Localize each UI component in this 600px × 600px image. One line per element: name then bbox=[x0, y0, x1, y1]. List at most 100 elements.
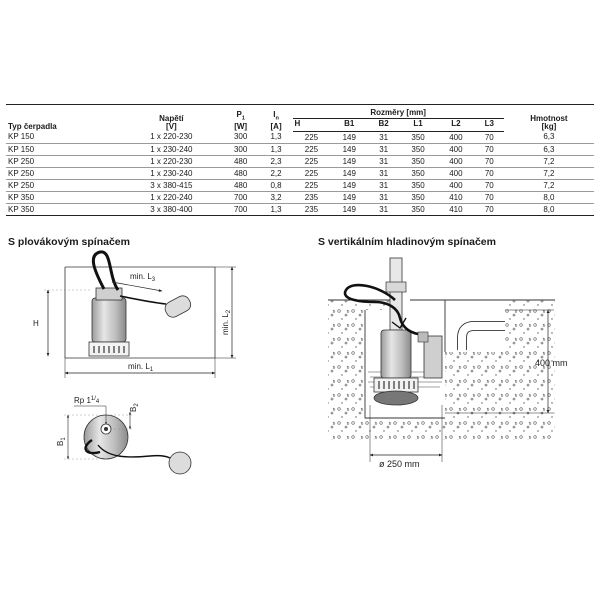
col-header-current: In [A] bbox=[260, 106, 293, 132]
label-diameter: ø 250 mm bbox=[379, 459, 420, 469]
table-cell: 410 bbox=[436, 191, 475, 204]
vertical-level-switch bbox=[423, 335, 443, 379]
table-cell: 225 bbox=[292, 179, 331, 192]
table-cell: 7,2 bbox=[503, 155, 594, 168]
table-cell: 6,3 bbox=[503, 143, 594, 156]
table-cell: 700 bbox=[221, 191, 260, 204]
dim-l3-line bbox=[111, 281, 163, 292]
table-cell: 149 bbox=[330, 131, 369, 144]
label-400mm: 400 mm bbox=[535, 358, 568, 368]
sump-pump-strainer bbox=[373, 377, 419, 393]
label-min-l2: min. L2 bbox=[221, 309, 232, 335]
table-cell: 1 x 230-240 bbox=[120, 167, 222, 180]
table-cell: 149 bbox=[330, 155, 369, 168]
table-cell: 31 bbox=[368, 143, 400, 156]
table-cell: 7,2 bbox=[503, 179, 594, 192]
table-cell: 31 bbox=[368, 179, 400, 192]
table-cell: 225 bbox=[292, 155, 331, 168]
top-float-cable bbox=[97, 444, 171, 459]
current-label: I bbox=[273, 110, 276, 120]
table-cell: 149 bbox=[330, 179, 369, 192]
table-cell: 149 bbox=[330, 143, 369, 156]
top-power-cable bbox=[84, 439, 101, 455]
table-cell: 70 bbox=[474, 143, 504, 156]
table-cell: 31 bbox=[368, 191, 400, 204]
pump-body bbox=[91, 297, 127, 343]
table-cell: 3 x 380-400 bbox=[120, 203, 222, 216]
table-cell: 6,3 bbox=[503, 131, 594, 144]
table-cell: 225 bbox=[292, 131, 331, 144]
table-cell: 3,2 bbox=[259, 191, 293, 204]
table-cell: 350 bbox=[399, 143, 437, 156]
table-cell: 400 bbox=[436, 155, 475, 168]
table-cell: 1,3 bbox=[259, 203, 293, 216]
table-cell: 1,3 bbox=[259, 143, 293, 156]
table-cell: KP 150 bbox=[6, 143, 121, 156]
pit-outline bbox=[364, 310, 445, 419]
table-cell: 31 bbox=[368, 167, 400, 180]
left-section-title: S plovákovým spínačem bbox=[8, 236, 130, 248]
col-header-dim-b1: B1 bbox=[330, 118, 369, 132]
spec-table: Typ čerpadla Napětí [V] P1 [W] In [A] Ro… bbox=[6, 106, 594, 216]
table-cell: 400 bbox=[436, 167, 475, 180]
table-cell: 2,2 bbox=[259, 167, 293, 180]
table-cell: 480 bbox=[221, 155, 260, 168]
gravel-ground bbox=[328, 300, 555, 440]
table-cell: 149 bbox=[330, 203, 369, 216]
table-cell: 300 bbox=[221, 131, 260, 144]
label-h: H bbox=[33, 319, 39, 328]
right-section-title: S vertikálním hladinovým spínačem bbox=[318, 236, 496, 248]
col-header-dim-l3: L3 bbox=[474, 118, 504, 132]
table-cell: 350 bbox=[399, 167, 437, 180]
table-cell: 31 bbox=[368, 203, 400, 216]
table-cell: 3 x 380-415 bbox=[120, 179, 222, 192]
col-header-power: P1 [W] bbox=[222, 106, 260, 132]
table-top-rule bbox=[6, 104, 594, 105]
left-side-view: H min. L3 min. L2 min. L1 bbox=[33, 250, 236, 378]
col-header-dim-l2: L2 bbox=[436, 118, 475, 132]
table-cell: 8,0 bbox=[503, 203, 594, 216]
table-cell: 410 bbox=[436, 203, 475, 216]
pipe-coupling bbox=[385, 281, 407, 293]
table-cell: 70 bbox=[474, 167, 504, 180]
voltage-unit: [V] bbox=[166, 121, 177, 131]
label-min-l1: min. L1 bbox=[128, 362, 154, 373]
right-sump-view: 400 mm ø 250 mm bbox=[328, 257, 568, 469]
col-header-dim-l1: L1 bbox=[399, 118, 437, 132]
pump-base-plate bbox=[373, 390, 419, 406]
table-cell: 1,3 bbox=[259, 131, 293, 144]
table-cell: KP 150 bbox=[6, 131, 121, 144]
table-cell: 70 bbox=[474, 191, 504, 204]
table-cell: KP 350 bbox=[6, 191, 121, 204]
weight-label: Hmotnost bbox=[530, 113, 568, 123]
power-sub: 1 bbox=[241, 115, 245, 122]
table-cell: 350 bbox=[399, 179, 437, 192]
strainer-slots bbox=[93, 346, 125, 353]
voltage-label: Napětí bbox=[159, 113, 184, 123]
table-cell: 700 bbox=[221, 203, 260, 216]
table-cell: 225 bbox=[292, 167, 331, 180]
table-cell: 2,3 bbox=[259, 155, 293, 168]
table-cell: 1 x 220-230 bbox=[120, 131, 222, 144]
table-cell: KP 250 bbox=[6, 179, 121, 192]
col-header-weight: Hmotnost [kg] bbox=[504, 106, 594, 132]
float-cable bbox=[119, 295, 167, 305]
table-cell: 300 bbox=[221, 143, 260, 156]
float-switch bbox=[164, 295, 192, 318]
label-b1: B1 bbox=[56, 437, 67, 446]
col-header-type: Typ čerpadla bbox=[8, 121, 57, 131]
table-cell: 350 bbox=[399, 155, 437, 168]
table-cell: 7,2 bbox=[503, 167, 594, 180]
power-cable bbox=[91, 250, 120, 291]
col-header-dim-b2: B2 bbox=[368, 118, 400, 132]
table-cell: 400 bbox=[436, 179, 475, 192]
table-cell: 235 bbox=[292, 191, 331, 204]
col-header-dimensions: Rozměry [mm] bbox=[292, 106, 504, 119]
table-cell: 149 bbox=[330, 167, 369, 180]
table-cell: KP 350 bbox=[6, 203, 121, 216]
